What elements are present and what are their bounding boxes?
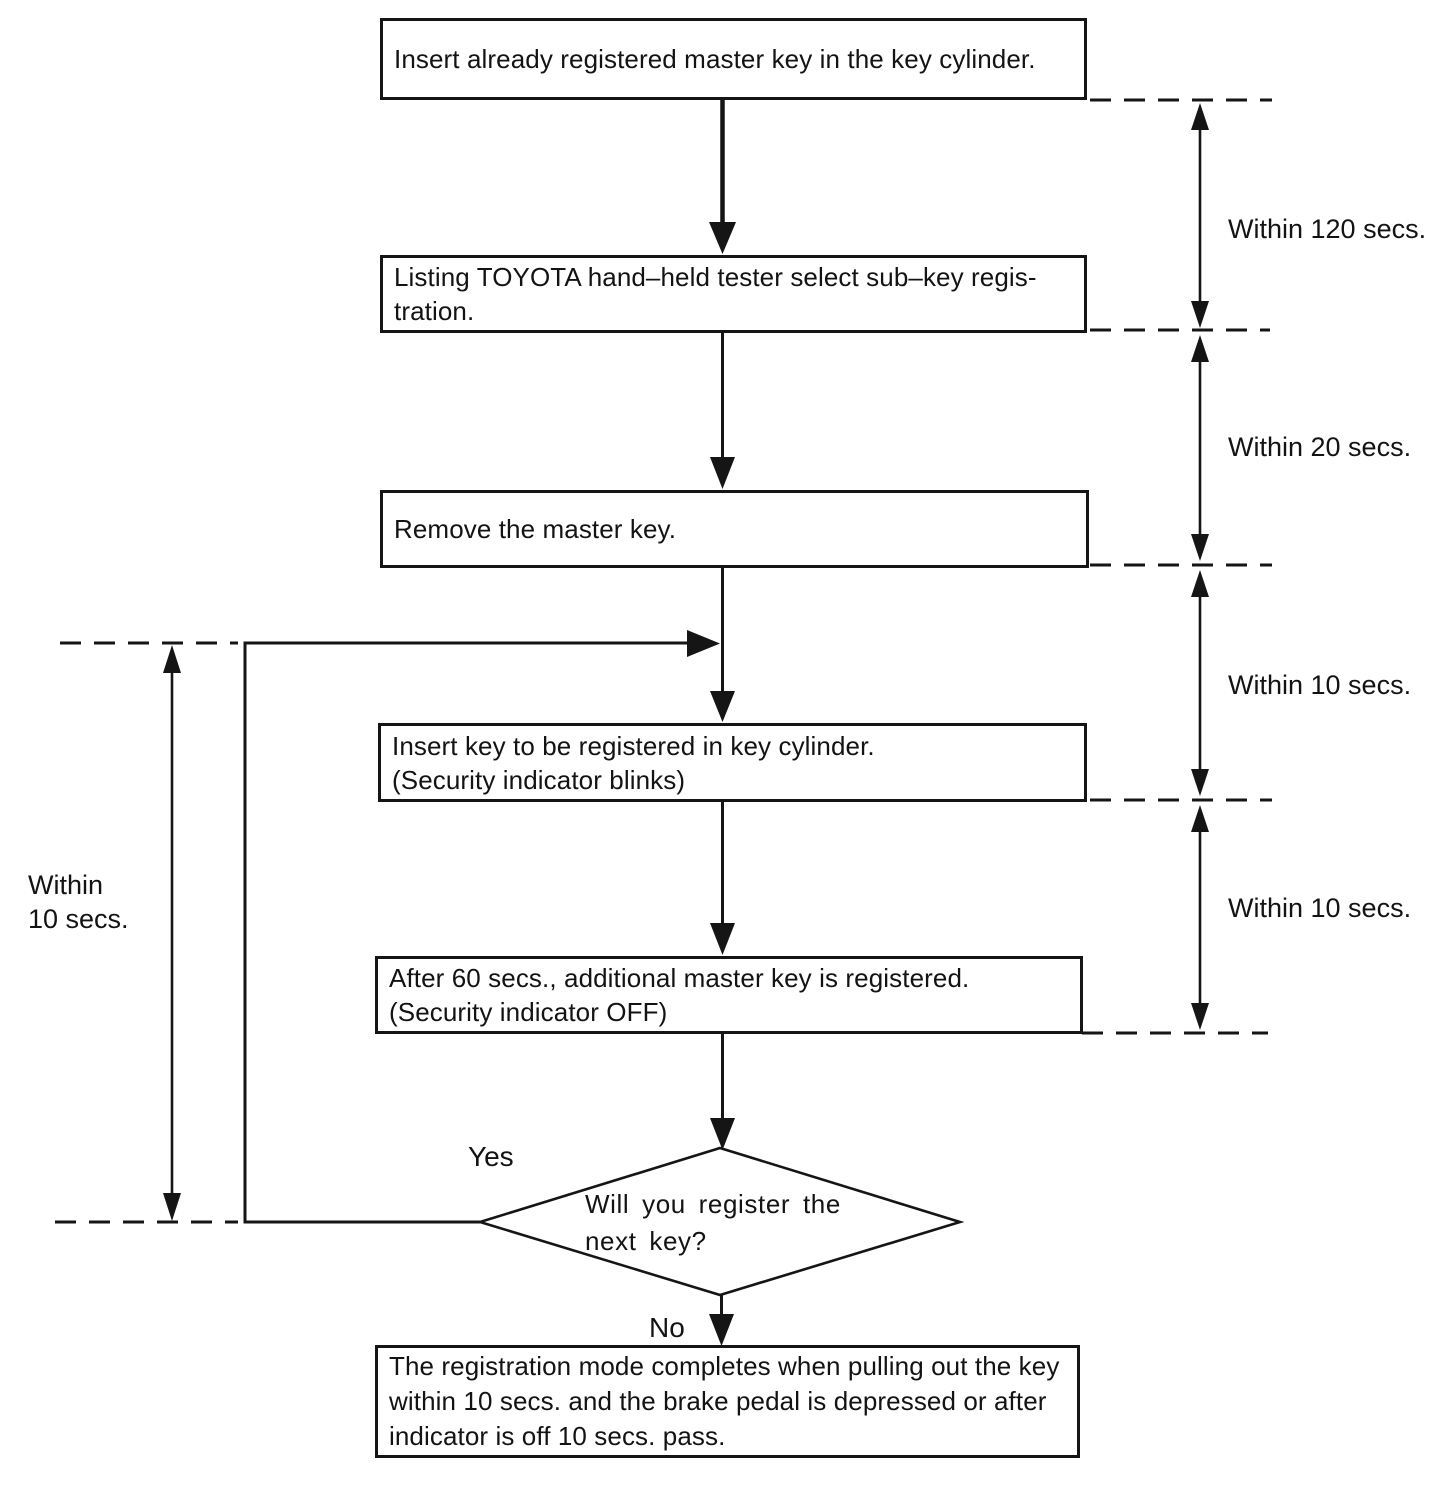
timing-label-20s: Within 20 secs. (1228, 432, 1412, 462)
flow-arrow-step3-step4 (710, 568, 735, 722)
timing-label-left-10s: Within 10 secs. (28, 870, 129, 934)
step-registration-complete: The registration mode completes when pul… (375, 1345, 1080, 1458)
timing-arrow-20s (1191, 335, 1209, 561)
step-insert-key-to-register: Insert key to be registered in key cylin… (378, 723, 1087, 802)
flow-arrow-decision-final (709, 1295, 734, 1346)
no-branch-label: No (649, 1312, 685, 1343)
step-select-subkey-registration: Listing TOYOTA hand–held tester select s… (380, 255, 1087, 333)
timing-arrow-120s (1191, 103, 1209, 328)
decision-register-next-key-text: Will you register the next key? (585, 1189, 841, 1256)
timing-arrow-10s-b (1191, 805, 1209, 1030)
decision-diamond (475, 1146, 965, 1297)
flow-arrow-step1-step2 (709, 100, 736, 254)
flow-arrow-step5-decision (710, 1034, 735, 1150)
timing-label-120s: Within 120 secs. (1228, 214, 1427, 244)
flow-arrow-step4-step5 (710, 802, 735, 955)
timing-label-10s-a: Within 10 secs. (1228, 670, 1412, 700)
yes-branch-label: Yes (468, 1141, 514, 1172)
step-remove-master-key: Remove the master key. (380, 490, 1089, 568)
timing-guide-left (55, 641, 238, 1224)
timing-arrow-10s-a (1191, 570, 1209, 796)
timing-label-10s-b: Within 10 secs. (1228, 893, 1412, 923)
yes-loop-path (243, 630, 720, 1224)
step-additional-key-registered: After 60 secs., additional master key is… (375, 956, 1083, 1034)
flow-arrow-step2-step3 (710, 333, 735, 489)
step-insert-master-key: Insert already registered master key in … (380, 18, 1087, 100)
timing-dashes-right (1082, 98, 1272, 1035)
